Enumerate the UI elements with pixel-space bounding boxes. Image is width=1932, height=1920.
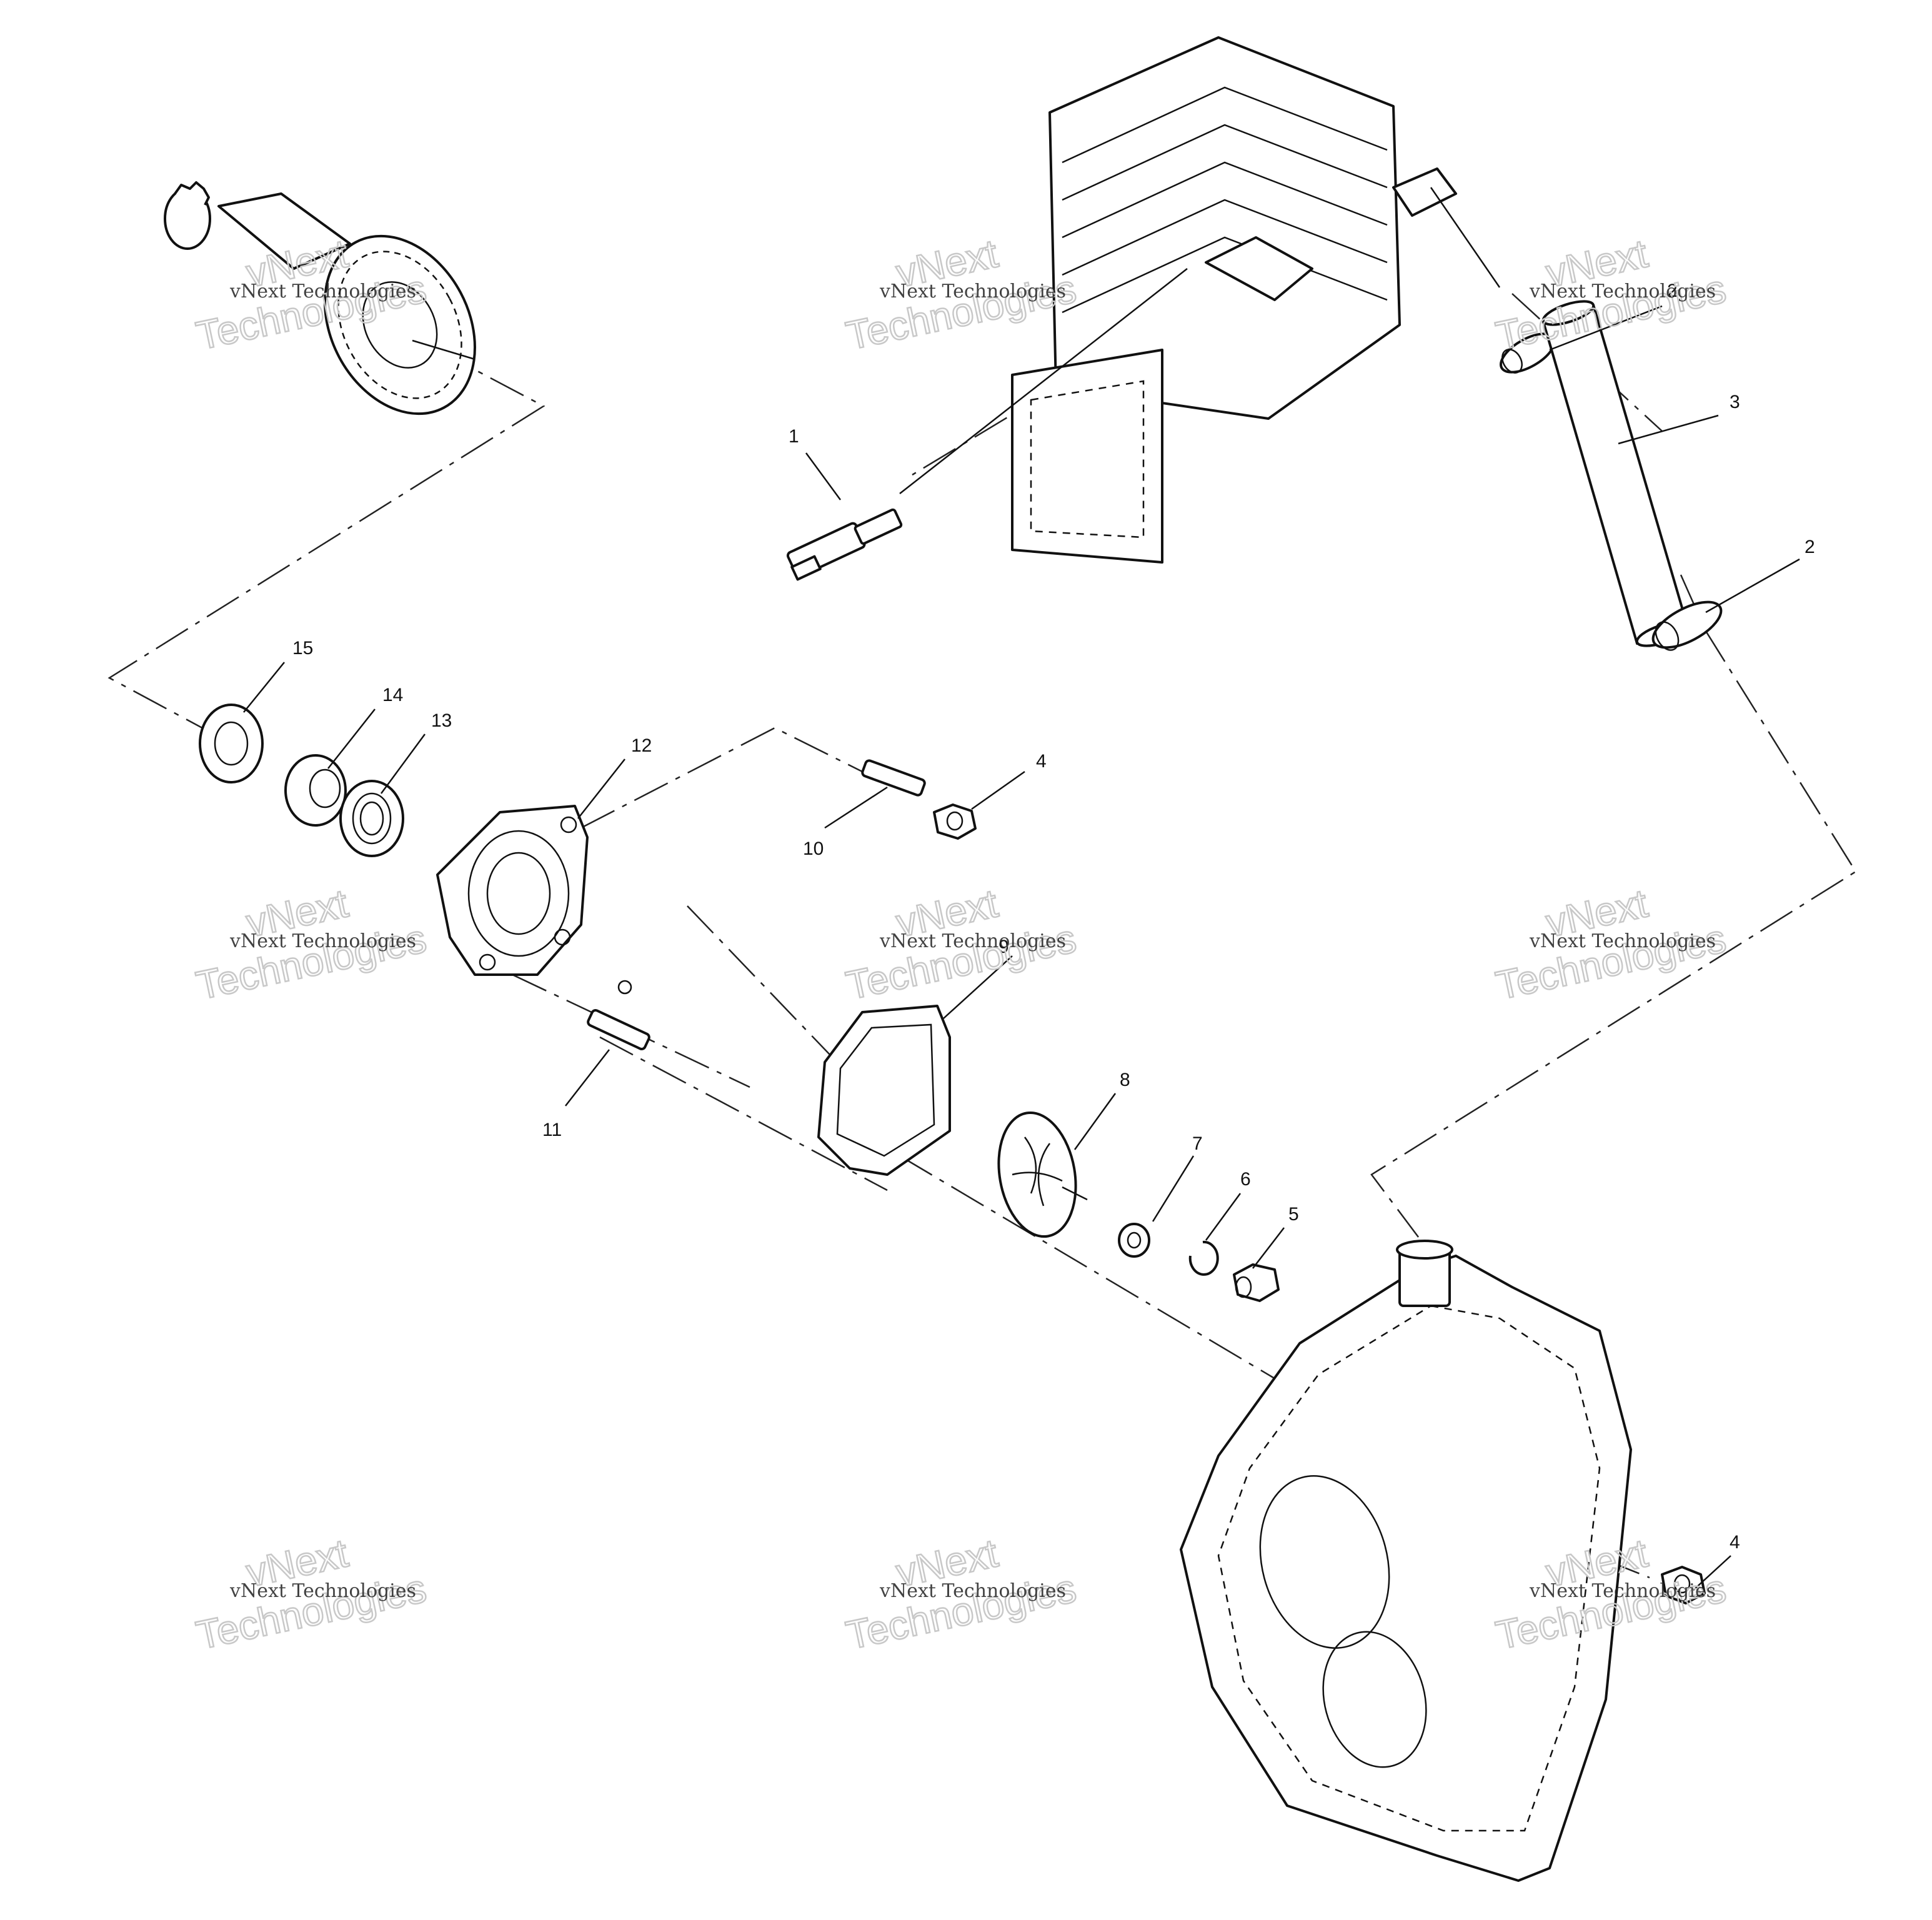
nut-part-4-lower bbox=[1661, 1566, 1706, 1604]
callout-11: 11 bbox=[542, 1120, 562, 1140]
washer-part-7 bbox=[1118, 1223, 1150, 1258]
svg-text:vNext Technologies: vNext Technologies bbox=[879, 1580, 1066, 1602]
bearing-part-14 bbox=[284, 754, 347, 827]
callout-3: 3 bbox=[1730, 392, 1740, 412]
coolant-hose-part-3 bbox=[1541, 300, 1689, 647]
gasket-part-9 bbox=[817, 1005, 951, 1176]
leader-lines bbox=[243, 305, 1800, 1591]
svg-text:vNext Technologies: vNext Technologies bbox=[229, 1580, 416, 1602]
temperature-sensor-part-1 bbox=[786, 268, 1188, 581]
watermark-8: vNext Technologies vNext Technologies bbox=[842, 1530, 1081, 1659]
callout-12: 12 bbox=[631, 735, 652, 756]
svg-text:vNext Technologies: vNext Technologies bbox=[879, 281, 1066, 302]
callout-14: 14 bbox=[382, 685, 403, 705]
gear-shaft-assembly bbox=[164, 181, 476, 415]
svg-text:vNext Technologies: vNext Technologies bbox=[1529, 930, 1716, 952]
callout-5: 5 bbox=[1288, 1204, 1299, 1225]
svg-text:vNext Technologies: vNext Technologies bbox=[1529, 281, 1716, 302]
callout-2-lower: 2 bbox=[1805, 537, 1815, 557]
nut-part-4-upper bbox=[933, 803, 977, 840]
callout-1: 1 bbox=[789, 426, 799, 447]
callout-10: 10 bbox=[803, 838, 824, 859]
callout-9: 9 bbox=[998, 937, 1009, 957]
svg-text:vNext Technologies: vNext Technologies bbox=[879, 930, 1066, 952]
crankcase-cover bbox=[1180, 1240, 1632, 1882]
svg-text:vNext Technologies: vNext Technologies bbox=[229, 281, 416, 302]
watermark-5: vNext Technologies vNext Technologies bbox=[842, 880, 1081, 1009]
callout-13: 13 bbox=[431, 710, 452, 731]
cylinder-head bbox=[1011, 36, 1501, 564]
svg-text:vNext Technologies: vNext Technologies bbox=[1529, 1580, 1716, 1602]
watermark-6: vNext Technologies vNext Technologies bbox=[1491, 880, 1731, 1009]
callout-15: 15 bbox=[292, 638, 313, 659]
bearing-part-15 bbox=[199, 704, 264, 783]
callout-2-upper: 2 bbox=[1667, 281, 1678, 301]
callout-6: 6 bbox=[1240, 1169, 1251, 1190]
watermark-7: vNext Technologies vNext Technologies bbox=[192, 1530, 431, 1659]
oil-seal-part-13 bbox=[339, 780, 404, 857]
callout-4-lower: 4 bbox=[1730, 1532, 1740, 1553]
callout-4-upper: 4 bbox=[1036, 751, 1047, 772]
callout-labels: 1 2 2 3 4 4 5 6 7 8 9 10 11 12 13 14 15 bbox=[292, 281, 1815, 1553]
hose-clamp-lower-part-2 bbox=[1651, 600, 1723, 651]
callout-8: 8 bbox=[1120, 1070, 1130, 1090]
stud-part-10 bbox=[861, 759, 926, 797]
e-clip-part-6 bbox=[1188, 1240, 1219, 1276]
stud-part-11 bbox=[587, 1009, 650, 1050]
watermark-4: vNext Technologies vNext Technologies bbox=[192, 880, 431, 1009]
water-pump-body-part-12 bbox=[436, 805, 632, 995]
impeller-part-8 bbox=[997, 1111, 1088, 1238]
callout-7: 7 bbox=[1192, 1133, 1203, 1154]
watermark-2: vNext Technologies vNext Technologies bbox=[842, 230, 1081, 359]
watermark-3: vNext Technologies vNext Technologies bbox=[1491, 230, 1731, 359]
svg-text:vNext Technologies: vNext Technologies bbox=[229, 930, 416, 952]
nut-part-5 bbox=[1233, 1263, 1280, 1302]
